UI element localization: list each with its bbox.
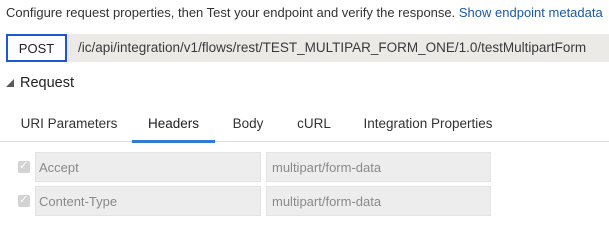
intro-description: Configure request properties, then Test … — [6, 5, 456, 20]
header-name-field[interactable]: Accept — [35, 152, 261, 182]
tab-body[interactable]: Body — [232, 115, 264, 131]
header-value-field[interactable]: multipart/form-data — [266, 186, 491, 216]
intro-text: Configure request properties, then Test … — [6, 5, 603, 20]
header-value-field[interactable]: multipart/form-data — [266, 152, 491, 182]
request-tabs: URI Parameters Headers Body cURL Integra… — [0, 104, 609, 143]
tab-headers[interactable]: Headers — [132, 104, 215, 143]
endpoint-bar: POST /ic/api/integration/v1/flows/rest/T… — [6, 34, 609, 62]
header-name-field[interactable]: Content-Type — [35, 186, 261, 216]
header-checkbox[interactable] — [18, 193, 30, 207]
header-checkbox[interactable] — [18, 159, 30, 173]
show-endpoint-metadata-link[interactable]: Show endpoint metadata — [458, 5, 603, 20]
request-section-title: Request — [20, 75, 75, 91]
tab-curl[interactable]: cURL — [297, 115, 331, 131]
endpoint-url: /ic/api/integration/v1/flows/rest/TEST_M… — [78, 40, 587, 55]
header-row: Content-Type multipart/form-data — [0, 186, 609, 216]
collapse-triangle-icon — [6, 79, 14, 87]
header-row: Accept multipart/form-data — [0, 152, 609, 182]
tab-integration-properties[interactable]: Integration Properties — [363, 115, 493, 131]
tab-uri-parameters[interactable]: URI Parameters — [20, 115, 118, 131]
request-section-toggle[interactable]: Request — [6, 74, 74, 92]
http-method-selector[interactable]: POST — [6, 34, 67, 62]
